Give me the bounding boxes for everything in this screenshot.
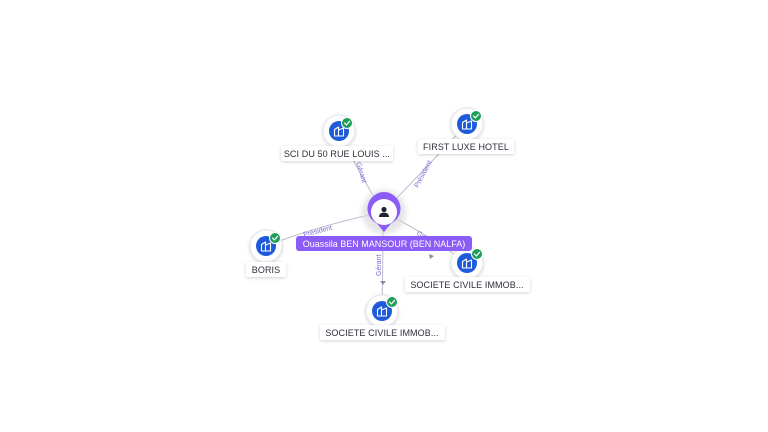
company-node-sci50[interactable]: SCI DU 50 RUE LOUIS ...	[281, 114, 393, 161]
company-label: SCI DU 50 RUE LOUIS ...	[284, 149, 390, 159]
company-node-firstluxe[interactable]: FIRST LUXE HOTEL	[418, 107, 514, 154]
edge-label-firstluxe: Président	[414, 159, 434, 188]
verified-check-icon	[341, 117, 353, 129]
building-icon	[461, 119, 473, 130]
company-label: SOCIETE CIVILE IMMOB...	[325, 328, 438, 338]
company-label: BORIS	[252, 265, 281, 275]
center-label-bg	[296, 236, 472, 251]
company-node-sci-bottom[interactable]: SOCIETE CIVILE IMMOB...	[320, 294, 445, 340]
person-node-center[interactable]: Ouassila BEN MANSOUR (BEN NALFA)	[296, 190, 472, 251]
edge-arrow-icon	[380, 281, 386, 285]
person-label: Ouassila BEN MANSOUR (BEN NALFA)	[303, 239, 466, 249]
node-label-bg	[281, 146, 393, 161]
verified-check-icon	[269, 232, 281, 244]
verified-check-icon	[470, 110, 482, 122]
node-label-bg	[418, 139, 514, 154]
edge-label-sci-bottom: Gérant	[376, 255, 383, 276]
building-icon	[376, 306, 388, 317]
node-label-bg	[320, 325, 445, 340]
edge-label-sci50: Gérant	[354, 161, 367, 184]
company-node-sci-right[interactable]: SOCIETE CIVILE IMMOB...	[405, 246, 530, 292]
building-icon	[260, 241, 272, 252]
company-label: FIRST LUXE HOTEL	[423, 142, 509, 152]
edge-arrow-icon	[429, 254, 434, 259]
verified-check-icon	[471, 248, 483, 260]
verified-check-icon	[386, 296, 398, 308]
person-icon	[379, 206, 389, 217]
company-label: SOCIETE CIVILE IMMOB...	[410, 280, 523, 290]
building-icon	[461, 258, 473, 269]
node-label-bg	[246, 262, 286, 277]
building-icon	[333, 126, 345, 137]
node-label-bg	[405, 277, 530, 292]
company-node-boris[interactable]: BORIS	[246, 229, 286, 277]
